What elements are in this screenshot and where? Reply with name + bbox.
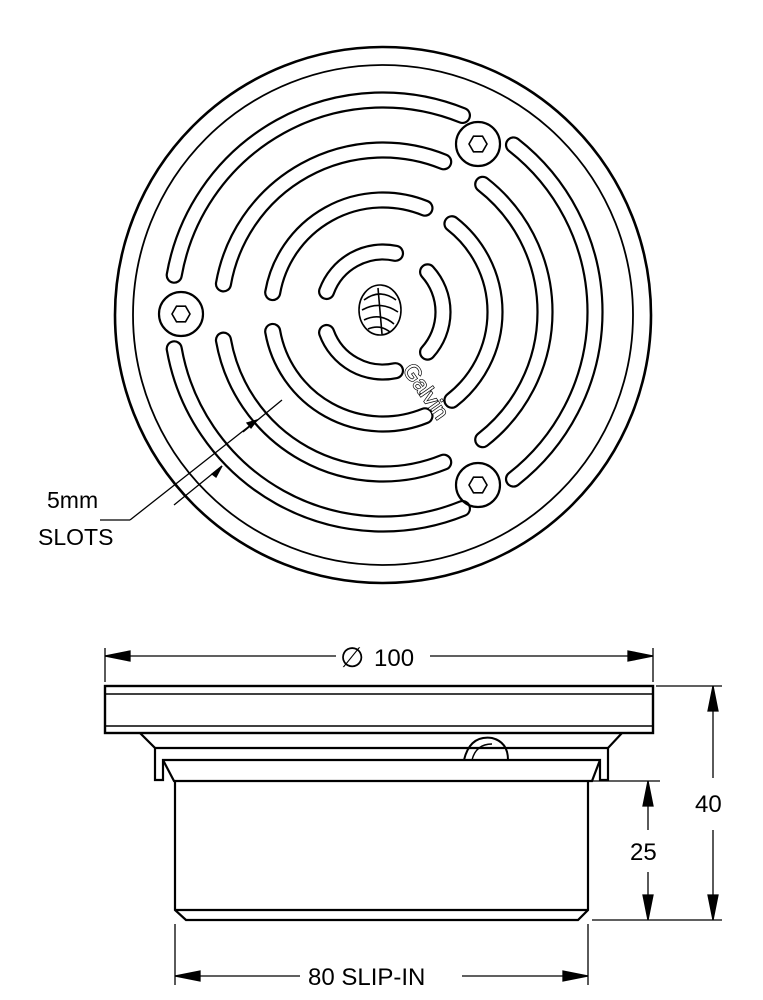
brand-logo <box>358 284 402 336</box>
slip-in-label: 80 SLIP-IN <box>308 964 425 991</box>
grate-inner-rim <box>132 64 634 566</box>
grate-slot <box>419 263 452 361</box>
dimension-diameter-100 <box>104 648 654 682</box>
screw-bottom-right <box>454 461 502 509</box>
grate-slot <box>443 215 504 409</box>
grate-slot <box>214 141 453 293</box>
slot-size-label: 5mm <box>47 487 98 513</box>
grate-slot <box>214 331 453 483</box>
elevation-view <box>103 648 722 985</box>
grate-slot <box>264 191 434 302</box>
grate-slot <box>474 175 554 449</box>
screw-top-right <box>454 120 502 168</box>
dimension-slip-in-80 <box>174 924 589 985</box>
grate-flange <box>103 684 655 735</box>
screw-left <box>157 290 205 338</box>
slot-word-label: SLOTS <box>38 524 113 550</box>
diameter-value: 100 <box>374 645 414 672</box>
diameter-symbol: ∅ <box>340 642 364 673</box>
dimension-height-40 <box>592 685 722 921</box>
grate-slot <box>165 91 472 284</box>
spigot-height-label: 25 <box>630 839 657 866</box>
grate-slot <box>318 324 405 381</box>
grate-slot <box>318 243 405 300</box>
grate-body <box>139 732 623 783</box>
grate-slot <box>504 136 604 488</box>
grate-outer-rim <box>113 45 653 585</box>
grate-slots <box>165 91 604 533</box>
overall-height-label: 40 <box>695 791 722 818</box>
grate-slot <box>264 322 434 433</box>
slip-in-spigot <box>173 781 590 922</box>
slot-dimension-lines <box>100 399 283 521</box>
dimension-height-25 <box>592 780 660 921</box>
plan-view <box>100 45 653 585</box>
grate-slot <box>165 340 472 533</box>
